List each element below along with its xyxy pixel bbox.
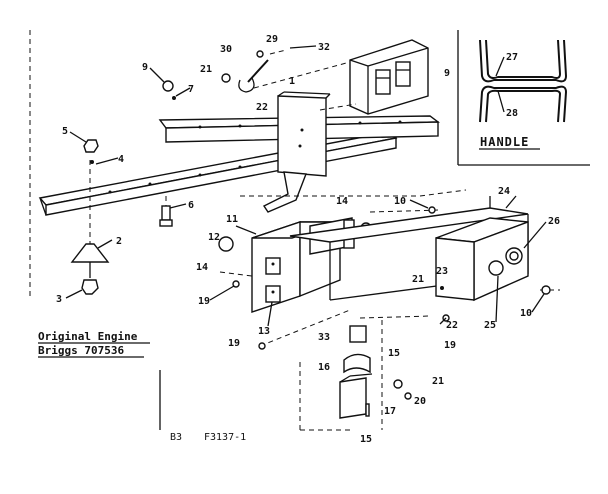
footer-right: F3137-1	[204, 432, 246, 443]
callout-2: 2	[116, 236, 122, 247]
hole-25	[488, 260, 504, 276]
end-housing	[435, 217, 529, 302]
part-33	[349, 325, 367, 343]
leader-lines	[65, 45, 547, 327]
caption-line-2: Briggs 707536	[38, 344, 124, 357]
callout-17: 17	[384, 406, 396, 417]
callout-9b: 9	[444, 68, 450, 79]
callout-30: 30	[220, 44, 232, 55]
callout-14b: 14	[336, 196, 348, 207]
handle-inset: 27 28 HANDLE	[457, 30, 590, 166]
washer-20	[404, 392, 412, 400]
nut-5	[83, 139, 99, 153]
screw-17	[365, 403, 370, 417]
callout-19: 19	[198, 296, 210, 307]
lower-parts	[232, 206, 551, 419]
cone-2	[70, 243, 110, 263]
callout-21b: 21	[412, 274, 424, 285]
part-16	[343, 353, 371, 374]
callout-1: 1	[289, 76, 295, 87]
outlet-lower	[265, 285, 281, 303]
caption: Original Engine Briggs 707536	[38, 330, 150, 358]
callout-21: 21	[200, 64, 212, 75]
callout-32: 32	[318, 42, 330, 53]
callout-10b: 10	[520, 308, 532, 319]
callout-7: 7	[188, 84, 194, 95]
callout-25: 25	[484, 320, 496, 331]
callout-5: 5	[62, 126, 68, 137]
screw-19b	[258, 342, 266, 350]
callout-4: 4	[118, 154, 124, 165]
callout-26: 26	[548, 216, 560, 227]
callout-9: 9	[142, 62, 148, 73]
engine-block	[253, 39, 429, 115]
callout-14a: 14	[196, 262, 208, 273]
footer: B3 F3137-1	[159, 370, 246, 443]
callout-16: 16	[318, 362, 330, 373]
callout-19b: 19	[228, 338, 240, 349]
callout-22b: 22	[256, 102, 268, 113]
fasteners	[70, 80, 176, 295]
callout-28: 28	[506, 108, 518, 119]
screw-10b	[541, 285, 551, 295]
handle-part-27	[479, 39, 568, 83]
knob-12	[218, 236, 234, 252]
callout-19c: 19	[444, 340, 456, 351]
callout-21c: 21	[432, 376, 444, 387]
part-15	[339, 377, 367, 419]
bolt-6	[161, 205, 171, 221]
assembly-guides	[219, 189, 560, 431]
callout-22: 22	[446, 320, 458, 331]
callout-10: 10	[394, 196, 406, 207]
callout-27: 27	[506, 52, 518, 63]
outlet-upper	[265, 257, 281, 275]
mounting-bracket	[262, 91, 331, 213]
callout-24: 24	[498, 186, 510, 197]
nut-9	[162, 80, 174, 92]
footer-left: B3	[170, 432, 182, 443]
washer-21	[393, 379, 403, 389]
callout-3: 3	[56, 294, 62, 305]
lever-assembly	[221, 49, 287, 93]
screw-10	[428, 206, 436, 214]
callout-29: 29	[266, 34, 278, 45]
nut-3	[81, 279, 99, 295]
callout-13: 13	[258, 326, 270, 337]
handle-title: HANDLE	[480, 135, 529, 149]
handle-part-28	[479, 85, 568, 123]
callout-6: 6	[188, 200, 194, 211]
caption-line-1: Original Engine	[38, 330, 138, 343]
callout-11: 11	[226, 214, 238, 225]
callouts: 1 2 3 4 5 6 7 9 9 10 10 11 12 13 14 14 1…	[56, 34, 560, 445]
callout-23: 23	[436, 266, 448, 277]
screw-19	[232, 280, 240, 288]
callout-33: 33	[318, 332, 330, 343]
callout-12: 12	[208, 232, 220, 243]
callout-15b: 15	[360, 434, 372, 445]
callout-15: 15	[388, 348, 400, 359]
callout-20: 20	[414, 396, 426, 407]
